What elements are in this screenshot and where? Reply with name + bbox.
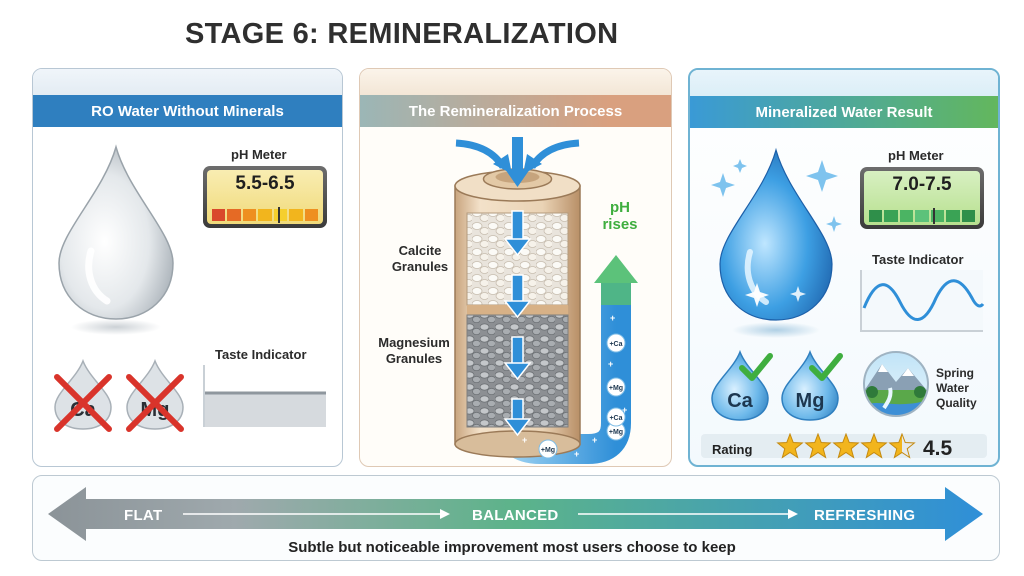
ion-mg-1: +Mg — [609, 385, 623, 392]
ph-needle-left — [277, 207, 280, 223]
mountain-spring-icon — [863, 351, 929, 417]
scale-label-balanced: BALANCED — [472, 507, 559, 524]
calcium-added-icon: Ca — [711, 349, 773, 421]
missing-mineral-ca: Ca — [70, 399, 96, 421]
calcite-granules-label: Calcite Granules — [391, 243, 449, 274]
flat-taste-graph — [203, 365, 326, 427]
mineral-ca: Ca — [727, 390, 753, 412]
panel-header-result: Mineralized Water Result — [690, 96, 998, 128]
ph-meter-label-left: pH Meter — [231, 147, 287, 162]
ph-rises-arrow-icon — [594, 255, 638, 283]
ion-ca-2: +Ca — [609, 415, 622, 422]
panel-ro-water: RO Water Without Minerals pH Meter 5.5-6… — [32, 68, 343, 467]
missing-mineral-mg: Mg — [141, 399, 170, 421]
missing-magnesium-icon: Mg — [126, 358, 184, 432]
scale-label-refreshing: REFRESHING — [814, 507, 916, 524]
star-icon — [804, 433, 832, 459]
star-icon — [832, 433, 860, 459]
ph-needle-right — [932, 208, 935, 224]
ph-rises-label: pH rises — [602, 199, 638, 233]
mineral-mg: Mg — [796, 390, 825, 412]
clear-water-drop-icon — [58, 144, 174, 335]
svg-text:+: + — [574, 449, 579, 459]
caption: Subtle but noticeable improvement most u… — [288, 539, 736, 556]
ion-mg-3: +Mg — [541, 447, 555, 454]
rating-stars — [776, 433, 916, 459]
ph-meter-right: 7.0-7.5 — [860, 167, 984, 229]
check-icon — [809, 353, 843, 381]
rating-value: 4.5 — [923, 437, 953, 460]
water-inlet-arrow-icon — [505, 169, 530, 187]
spring-water-quality-label: Spring Water Quality — [936, 366, 977, 410]
ion-mg-2: +Mg — [609, 429, 623, 436]
ph-value-left: 5.5-6.5 — [235, 173, 295, 194]
panel-header-ro-water: RO Water Without Minerals — [33, 95, 342, 127]
svg-text:+: + — [610, 313, 615, 323]
refreshing-taste-graph — [860, 270, 985, 332]
star-icon — [860, 433, 888, 459]
taste-indicator-label-right: Taste Indicator — [872, 252, 964, 267]
svg-text:+: + — [592, 435, 597, 445]
star-icon — [888, 433, 916, 459]
remineralization-cartridge: +Ca +Mg +Mg +Mg + + + + + + — [454, 137, 638, 464]
panel-header-process: The Remineralization Process — [360, 95, 671, 127]
page-title: STAGE 6: REMINERALIZATION — [185, 18, 619, 50]
scale-label-flat: FLAT — [124, 507, 163, 524]
magnesium-added-icon: Mg — [781, 349, 843, 421]
ph-meter-label-right: pH Meter — [888, 148, 944, 163]
rating-label: Rating — [712, 442, 753, 457]
svg-text:+: + — [522, 435, 527, 445]
double-arrow-icon — [48, 487, 983, 541]
ion-ca-1: +Ca — [609, 341, 622, 348]
svg-text:+: + — [622, 405, 627, 415]
mineral-ion-bubbles: +Ca +Mg +Mg +Mg + + + + + + — [522, 313, 627, 459]
svg-text:+: + — [608, 359, 613, 369]
panel-mineralized-result: Mineralized Water Result pH Me — [688, 68, 1000, 467]
sparkle-icon — [745, 283, 806, 307]
panel-remineralization-process: The Remineralization Process — [359, 68, 672, 467]
magnesium-granules-label: Magnesium Granules — [378, 335, 450, 366]
missing-calcium-icon: Ca — [54, 358, 112, 432]
taste-indicator-label-left: Taste Indicator — [215, 347, 307, 362]
ph-value-right: 7.0-7.5 — [892, 174, 952, 195]
ph-meter-left: 5.5-6.5 — [203, 166, 327, 228]
taste-scale-arrow — [48, 487, 983, 541]
star-icon — [776, 433, 804, 459]
mineral-water-drop-icon — [711, 147, 842, 338]
check-icon — [739, 353, 773, 381]
